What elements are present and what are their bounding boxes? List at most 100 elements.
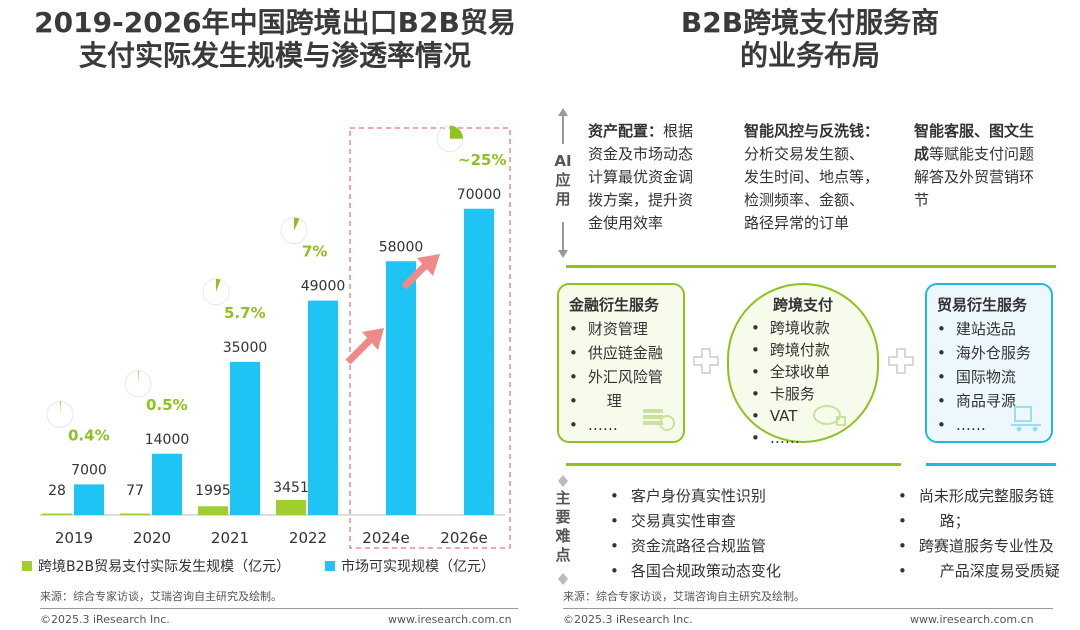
bar-actual-2019 [42, 513, 72, 515]
list-item: 资金流路径合规监管 [610, 534, 781, 559]
difficulty-divider-green [566, 463, 901, 466]
ai-divider-line [566, 265, 1056, 268]
list-item: 尚未形成完整服务链 [898, 484, 1060, 509]
list-item: 国际物流 [937, 365, 1041, 389]
value-label-market-2022: 49000 [301, 279, 346, 295]
list-item: …… [569, 413, 673, 437]
plus-icon [693, 348, 719, 374]
list-item: 跨境收款 [751, 317, 867, 339]
left-title-line-2: 支付实际发生规模与渗透率情况 [78, 39, 471, 73]
difficulties-list-right: 尚未形成完整服务链 •路； 跨赛道服务专业性及 •产品深度易受质疑 [898, 484, 1060, 584]
x-tick-2021: 2021 [211, 529, 249, 547]
penetration-label-2019: 0.4% [68, 426, 110, 444]
left-copyright: ©2025.3 iResearch Inc. [40, 613, 170, 626]
difficulty-divider-cyan [926, 463, 1056, 466]
cross-border-payment-title: 跨境支付 [772, 296, 833, 314]
plus-icon [888, 348, 914, 374]
legend-swatch-green [22, 561, 32, 571]
x-tick-2020: 2020 [133, 529, 171, 547]
right-title-line-1: B2B跨境支付服务商 [680, 6, 940, 39]
list-item: 交易真实性审查 [610, 509, 781, 534]
list-item: 建站选品 [937, 317, 1041, 341]
piggy-bank-icon [813, 405, 846, 426]
value-label-actual-2021: 1995 [195, 483, 231, 499]
list-item: •理 [569, 389, 673, 413]
delivery-cart-icon [1011, 406, 1041, 432]
ai-col-risk-control: 智能风控与反洗钱： 分析交易发生额、 发生时间、地点等， 检测频率、金额、 路径… [744, 122, 880, 232]
value-label-market-2021: 35000 [223, 340, 268, 356]
penetration-label-2022: 7% [302, 243, 327, 261]
penetration-pie-2019 [46, 400, 74, 428]
financial-services-box: 金融衍生服务 财资管理 供应链金融 外汇风险管 •理 …… [557, 283, 685, 443]
left-chart-title: 2019-2026年中国跨境出口B2B贸易 支付实际发生规模与渗透率情况 [10, 6, 540, 72]
penetration-label-2026e: ~25% [458, 151, 506, 169]
value-label-market-2024e: 58000 [379, 239, 424, 255]
penetration-pie-2020 [124, 370, 152, 398]
difficulties-list-left: 客户身份真实性识别 交易真实性审查 资金流路径合规监管 各国合规政策动态变化 [610, 484, 781, 584]
trade-services-title: 贸易衍生服务 [937, 296, 1028, 314]
list-item: 海外仓服务 [937, 341, 1041, 365]
bars-group [42, 208, 494, 515]
list-item: …… [751, 427, 867, 449]
bar-market-2019 [74, 484, 104, 515]
difficulty-side-markers [558, 475, 568, 585]
list-item: 客户身份真实性识别 [610, 484, 781, 509]
left-website: www.iresearch.com.cn [388, 613, 512, 626]
right-footer-divider [563, 608, 1053, 609]
ai-side-text: AI 应 用 [554, 152, 572, 208]
bar-chart: 28 7000 2019 0.4% 77 14000 2020 0.5% 1995 35000 20… [40, 125, 511, 549]
bar-market-2020 [152, 453, 182, 515]
list-item: 外汇风险管 [569, 365, 673, 389]
value-label-market-2019: 7000 [71, 462, 107, 478]
coins-icon [643, 409, 675, 431]
left-source-note: 来源：综合专家访谈，艾瑞咨询自主研究及绘制。 [40, 590, 282, 603]
list-item: 卡服务 [751, 383, 867, 405]
bar-actual-2022 [276, 499, 306, 515]
list-item: …… [937, 413, 1041, 437]
forecast-highlight-box [349, 127, 511, 549]
value-label-actual-2022: 3451 [273, 480, 309, 496]
list-item: •路； [898, 509, 1060, 534]
financial-services-title: 金融衍生服务 [569, 296, 660, 314]
list-item: 跨赛道服务专业性及 [898, 534, 1060, 559]
bar-actual-2021 [198, 506, 228, 515]
ai-application-side-label: AI 应 用 [553, 108, 573, 258]
value-label-actual-2020: 77 [126, 483, 144, 499]
left-footer-divider [40, 608, 518, 609]
penetration-pie-2021 [202, 278, 230, 306]
bar-market-2021 [230, 361, 260, 515]
list-item: 跨境付款 [751, 339, 867, 361]
bar-market-2026e [464, 208, 494, 515]
penetration-pie-2022 [280, 217, 308, 245]
list-item: 财资管理 [569, 317, 673, 341]
value-label-market-2026e: 70000 [457, 187, 502, 203]
value-label-actual-2019: 28 [48, 483, 66, 499]
legend-item-actual: 跨境B2B贸易支付实际发生规模（亿元） [22, 556, 290, 576]
difficulties-side-label: 主 要 难 点 [553, 475, 573, 585]
right-copyright: ©2025.3 iResearch Inc. [563, 613, 693, 626]
growth-arrow-2 [401, 254, 440, 290]
bar-actual-2020 [120, 513, 150, 515]
right-title-line-2: 的业务布局 [739, 39, 880, 73]
penetration-label-2021: 5.7% [224, 304, 266, 322]
x-tick-2019: 2019 [55, 529, 93, 547]
list-item: 全球收单 [751, 361, 867, 383]
right-source-note: 来源：综合专家访谈，艾瑞咨询自主研究及绘制。 [563, 590, 805, 603]
labels-group: 28 7000 2019 0.4% 77 14000 2020 0.5% 1995 35000 20… [46, 125, 506, 547]
legend-item-market: 市场可实现规模（亿元） [325, 556, 495, 576]
bar-market-2024e [386, 261, 416, 515]
x-tick-2026e: 2026e [440, 529, 487, 547]
penetration-label-2020: 0.5% [146, 396, 188, 414]
legend-label-market: 市场可实现规模（亿元） [341, 559, 495, 575]
cross-border-payment-box: 跨境支付 跨境收款 跨境付款 全球收单 卡服务 VAT …… [727, 283, 879, 447]
list-item: VAT [751, 405, 867, 427]
penetration-pie-2026e [436, 125, 464, 153]
ai-col-asset-allocation: 资产配置：根据 资金及市场动态 计算最优资金调 拨方案，提升资 金使用效率 [588, 122, 694, 232]
list-item: 商品寻源 [937, 389, 1041, 413]
bar-market-2022 [308, 300, 338, 515]
x-tick-2022: 2022 [289, 529, 327, 547]
legend-label-actual: 跨境B2B贸易支付实际发生规模（亿元） [38, 559, 291, 575]
value-label-market-2020: 14000 [145, 432, 190, 448]
ai-col-smart-service: 智能客服、图文生 成等赋能支付问题 解答及外贸营销环 节 [914, 122, 1035, 209]
left-title-line-1: 2019-2026年中国跨境出口B2B贸易 [34, 6, 516, 39]
